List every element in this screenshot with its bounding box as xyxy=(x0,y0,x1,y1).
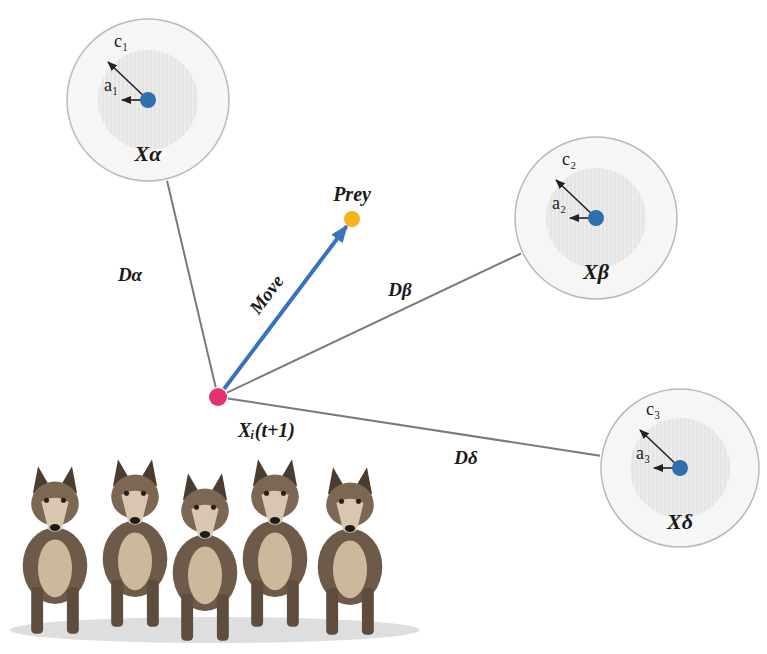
leader-position xyxy=(588,210,604,226)
wolf xyxy=(23,466,88,633)
wolf xyxy=(243,459,308,626)
wolf xyxy=(318,467,383,634)
dot-shape xyxy=(209,388,227,406)
distance-line xyxy=(228,399,600,456)
move-label: Move xyxy=(246,271,289,318)
coefficient-label: c₃ xyxy=(646,400,660,420)
coefficient-label: c₁ xyxy=(114,32,128,52)
distance-label: Dδ xyxy=(454,448,477,469)
coefficient-label: a₃ xyxy=(636,444,650,464)
wolf-circle: c₂ a₂ Xβ xyxy=(514,136,678,300)
inner-region xyxy=(630,418,730,518)
wolf xyxy=(103,459,168,626)
distance-label: Dβ xyxy=(388,280,411,301)
coefficient-label: a₁ xyxy=(104,76,118,96)
search-radius xyxy=(67,19,229,181)
search-radius xyxy=(515,137,677,299)
point-marker xyxy=(344,211,360,227)
wolf-circle: c₁ a₁ Xα xyxy=(66,18,230,182)
distance-line xyxy=(227,254,521,393)
coefficient-label: a₂ xyxy=(552,194,566,214)
wolf-label: Xα xyxy=(135,142,162,166)
point-marker xyxy=(209,388,227,406)
dot-shape xyxy=(344,211,360,227)
leader-position xyxy=(140,92,156,108)
wolf xyxy=(173,473,238,640)
distance-line xyxy=(167,181,216,387)
point-label: Prey xyxy=(333,183,371,205)
wolf-label: Xδ xyxy=(667,510,693,534)
inner-region xyxy=(546,168,646,268)
distance-label: Dα xyxy=(118,265,142,286)
coefficient-label: c₂ xyxy=(562,150,576,170)
position-dot: Prey xyxy=(344,211,360,227)
position-dot: Xᵢ(t+1) xyxy=(209,388,227,406)
point-label: Xᵢ(t+1) xyxy=(238,419,295,441)
search-radius xyxy=(601,389,759,547)
wolf-label: Xβ xyxy=(583,260,609,284)
leader-position xyxy=(672,460,688,476)
inner-region xyxy=(98,50,198,150)
wolf-circle: c₃ a₃ Xδ xyxy=(600,388,760,548)
